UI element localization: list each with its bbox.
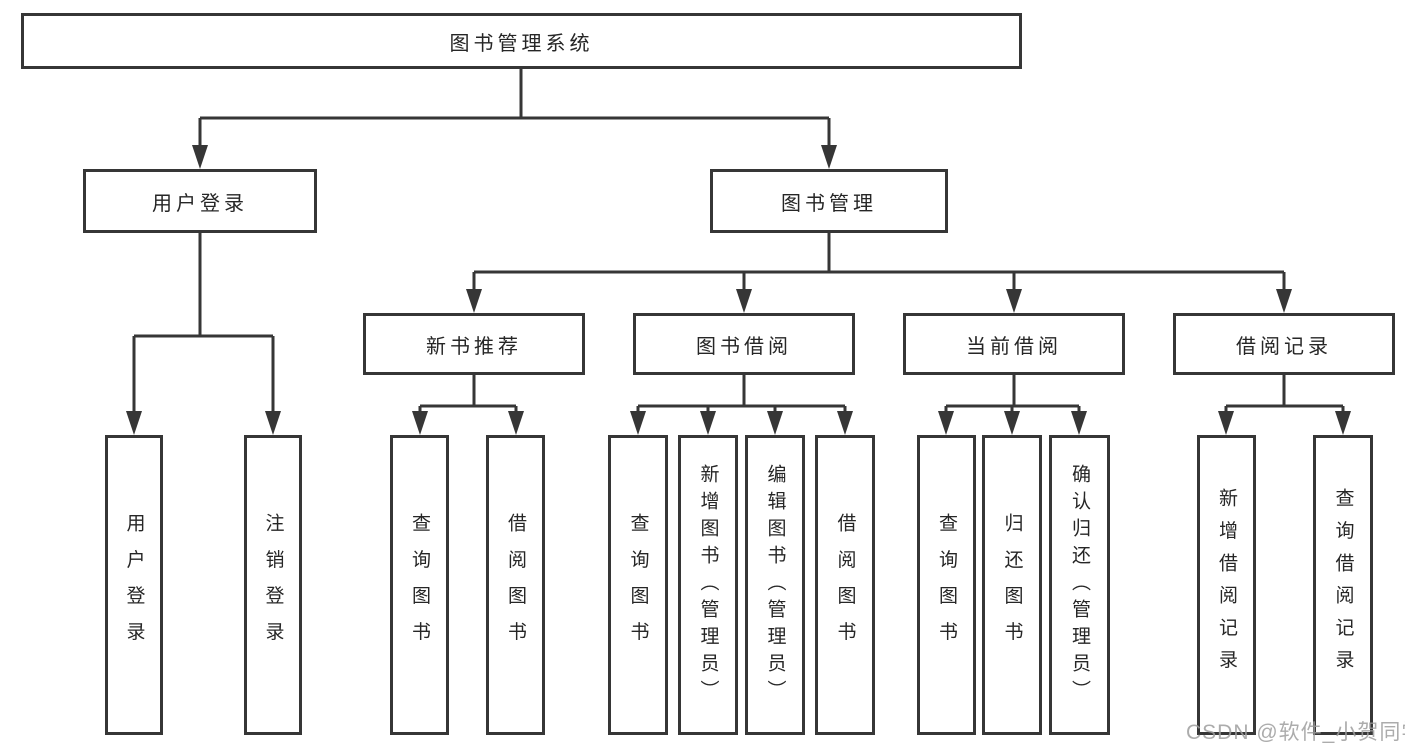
leaf-query-book-current: 查询图书 — [917, 435, 976, 735]
leaf-borrow-book-recommend: 借阅图书 — [486, 435, 545, 735]
leaf-query-book-borrowing: 查询图书 — [608, 435, 668, 735]
watermark: CSDN @软件_小贺同学 — [1186, 721, 1405, 744]
node-root-label: 图书管理系统 — [449, 32, 594, 55]
leaf-query-borrow-record-label: 查询借阅记录 — [1332, 488, 1354, 682]
leaf-add-borrow-record: 新增借阅记录 — [1197, 435, 1256, 735]
leaf-add-book-admin: 新增图书（管理员） — [678, 435, 738, 735]
leaf-user-login-label: 用户登录 — [123, 512, 145, 658]
node-book-management: 图书管理 — [710, 169, 948, 233]
leaf-add-borrow-record-label: 新增借阅记录 — [1216, 488, 1237, 682]
leaf-borrow-book-borrowing: 借阅图书 — [815, 435, 875, 735]
leaf-query-book-borrowing-label: 查询图书 — [627, 512, 649, 658]
node-current-borrowing-label: 当前借阅 — [966, 335, 1062, 358]
node-new-book-recommend-label: 新书推荐 — [426, 335, 522, 358]
node-user-login-label: 用户登录 — [152, 192, 248, 215]
leaf-confirm-return-admin-label: 确认归还（管理员） — [1069, 463, 1090, 707]
leaf-user-login: 用户登录 — [105, 435, 163, 735]
node-borrowing-records-label: 借阅记录 — [1236, 335, 1332, 358]
leaf-logout: 注销登录 — [244, 435, 302, 735]
leaf-query-book-current-label: 查询图书 — [936, 512, 957, 658]
leaf-add-book-admin-label: 新增图书（管理员） — [697, 463, 719, 707]
leaf-logout-label: 注销登录 — [262, 512, 284, 658]
leaf-query-borrow-record: 查询借阅记录 — [1313, 435, 1373, 735]
leaf-edit-book-admin: 编辑图书（管理员） — [745, 435, 805, 735]
leaf-borrow-book-recommend-label: 借阅图书 — [505, 512, 526, 658]
leaf-borrow-book-borrowing-label: 借阅图书 — [834, 512, 856, 658]
leaf-edit-book-admin-label: 编辑图书（管理员） — [764, 463, 786, 707]
node-user-login: 用户登录 — [83, 169, 317, 233]
leaf-return-book: 归还图书 — [982, 435, 1042, 735]
leaf-return-book-label: 归还图书 — [1001, 512, 1023, 658]
node-root: 图书管理系统 — [21, 13, 1022, 69]
node-current-borrowing: 当前借阅 — [903, 313, 1125, 375]
node-book-management-label: 图书管理 — [781, 192, 877, 215]
leaf-confirm-return-admin: 确认归还（管理员） — [1049, 435, 1110, 735]
leaf-query-book-recommend: 查询图书 — [390, 435, 449, 735]
node-book-borrowing-label: 图书借阅 — [696, 335, 792, 358]
node-book-borrowing: 图书借阅 — [633, 313, 855, 375]
node-new-book-recommend: 新书推荐 — [363, 313, 585, 375]
leaf-query-book-recommend-label: 查询图书 — [409, 512, 430, 658]
node-borrowing-records: 借阅记录 — [1173, 313, 1395, 375]
